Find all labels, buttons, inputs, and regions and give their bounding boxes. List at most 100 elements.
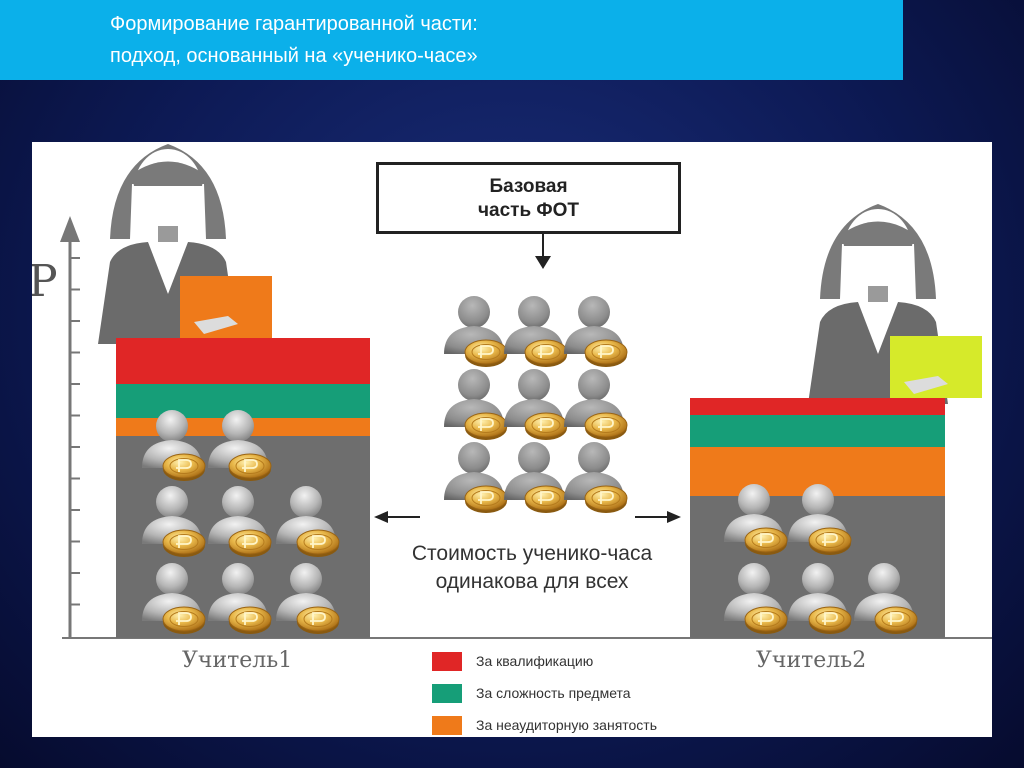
coin-face: [464, 412, 508, 438]
student-head: [578, 442, 610, 474]
student-head: [156, 410, 188, 442]
currency-axis-label: Р: [32, 256, 58, 307]
coin-face: [162, 453, 206, 479]
teacher-hair: [110, 144, 226, 239]
ruble-coin-icon: [584, 339, 628, 367]
coin-ruble-glyph: [310, 612, 326, 625]
legend-swatch-subject: [432, 684, 462, 703]
coin-rim: [815, 532, 845, 548]
teacher-fringe: [842, 221, 914, 246]
student-head: [802, 563, 834, 595]
teacher-collar: [148, 242, 188, 294]
coin-face: [296, 606, 340, 632]
student-icon: [724, 484, 784, 542]
ruble-coin-icon: [162, 606, 206, 634]
teacher-2-figure: [808, 204, 982, 404]
salary-band-subject: [690, 415, 945, 447]
teacher-hand: [904, 376, 948, 394]
slide-title-line-1: Формирование гарантированной части:: [110, 13, 478, 35]
ruble-coin-icon: [744, 527, 788, 555]
coin-face: [744, 606, 788, 632]
coin-face: [744, 527, 788, 553]
coin-face: [228, 529, 272, 555]
student-icon: [504, 296, 564, 354]
ruble-coin-icon: [874, 606, 918, 634]
student-head: [802, 484, 834, 516]
coin-ruble-glyph: [822, 612, 838, 625]
coin-rim: [815, 611, 845, 627]
ruble-coin-icon: [296, 606, 340, 634]
teacher-1-label: Учитель1: [182, 648, 293, 673]
legend-label-extracurricular: За неаудиторную занятость: [476, 717, 658, 733]
diagram-panel: Р Базовая часть ФОТ Стоимость ученико-ча…: [32, 142, 992, 737]
teacher-folder: [890, 336, 982, 398]
student-head: [458, 369, 490, 401]
title-bar: Формирование гарантированной части: подх…: [0, 0, 903, 80]
ruble-coin-icon: [584, 485, 628, 513]
ruble-coin-icon: [464, 485, 508, 513]
student-head: [290, 486, 322, 518]
teacher-hand: [194, 316, 238, 334]
coin-rim: [303, 534, 333, 550]
legend-label-qualification: За квалификацию: [476, 653, 594, 669]
coin-ruble-glyph: [478, 418, 494, 431]
coin-face: [228, 606, 272, 632]
coin-face: [808, 527, 852, 553]
student-hour-caption-line-2: одинакова для всех: [435, 570, 629, 593]
salary-band-qualification: [116, 338, 370, 384]
ruble-coin-icon: [464, 412, 508, 440]
coin-rim: [591, 417, 621, 433]
student-pool: [444, 296, 628, 513]
ruble-coin-icon: [228, 529, 272, 557]
coin-face: [464, 339, 508, 365]
student-head: [156, 486, 188, 518]
coin-rim: [471, 417, 501, 433]
coin-ruble-glyph: [176, 612, 192, 625]
ruble-coin-icon: [228, 453, 272, 481]
base-payroll-line-2: часть ФОТ: [477, 200, 580, 221]
student-head: [578, 369, 610, 401]
student-head: [222, 410, 254, 442]
coin-ruble-glyph: [598, 418, 614, 431]
ruble-coin-icon: [524, 412, 568, 440]
student-head: [458, 442, 490, 474]
legend-swatch-qualification: [432, 652, 462, 671]
coin-face: [584, 412, 628, 438]
coin-ruble-glyph: [822, 533, 838, 546]
coin-face: [524, 485, 568, 511]
teacher-neck: [158, 226, 178, 246]
coin-rim: [235, 458, 265, 474]
teacher-face: [134, 149, 202, 229]
legend-swatch-extracurricular: [432, 716, 462, 735]
coin-rim: [471, 490, 501, 506]
salary-band-qualification: [690, 398, 945, 415]
student-head: [518, 296, 550, 328]
coin-face: [296, 529, 340, 555]
coin-ruble-glyph: [310, 535, 326, 548]
coin-ruble-glyph: [758, 533, 774, 546]
teacher-fringe: [132, 161, 204, 186]
coin-ruble-glyph: [598, 491, 614, 504]
coin-rim: [751, 611, 781, 627]
coin-rim: [531, 344, 561, 360]
coin-rim: [591, 490, 621, 506]
y-axis: [60, 216, 80, 638]
coin-ruble-glyph: [478, 345, 494, 358]
student-hour-caption: Стоимость ученико-часа одинакова для все…: [372, 540, 692, 596]
coin-ruble-glyph: [538, 491, 554, 504]
coin-face: [162, 606, 206, 632]
student-head: [738, 563, 770, 595]
coin-ruble-glyph: [176, 535, 192, 548]
ruble-coin-icon: [162, 453, 206, 481]
student-head: [578, 296, 610, 328]
coin-rim: [531, 417, 561, 433]
coin-ruble-glyph: [598, 345, 614, 358]
student-head: [156, 563, 188, 595]
coin-face: [162, 529, 206, 555]
coin-ruble-glyph: [242, 612, 258, 625]
teacher-hair: [820, 204, 936, 299]
coin-ruble-glyph: [176, 459, 192, 472]
coin-face: [524, 412, 568, 438]
base-payroll-line-1: Базовая: [489, 176, 568, 197]
base-payroll-box: Базовая часть ФОТ: [376, 162, 681, 234]
